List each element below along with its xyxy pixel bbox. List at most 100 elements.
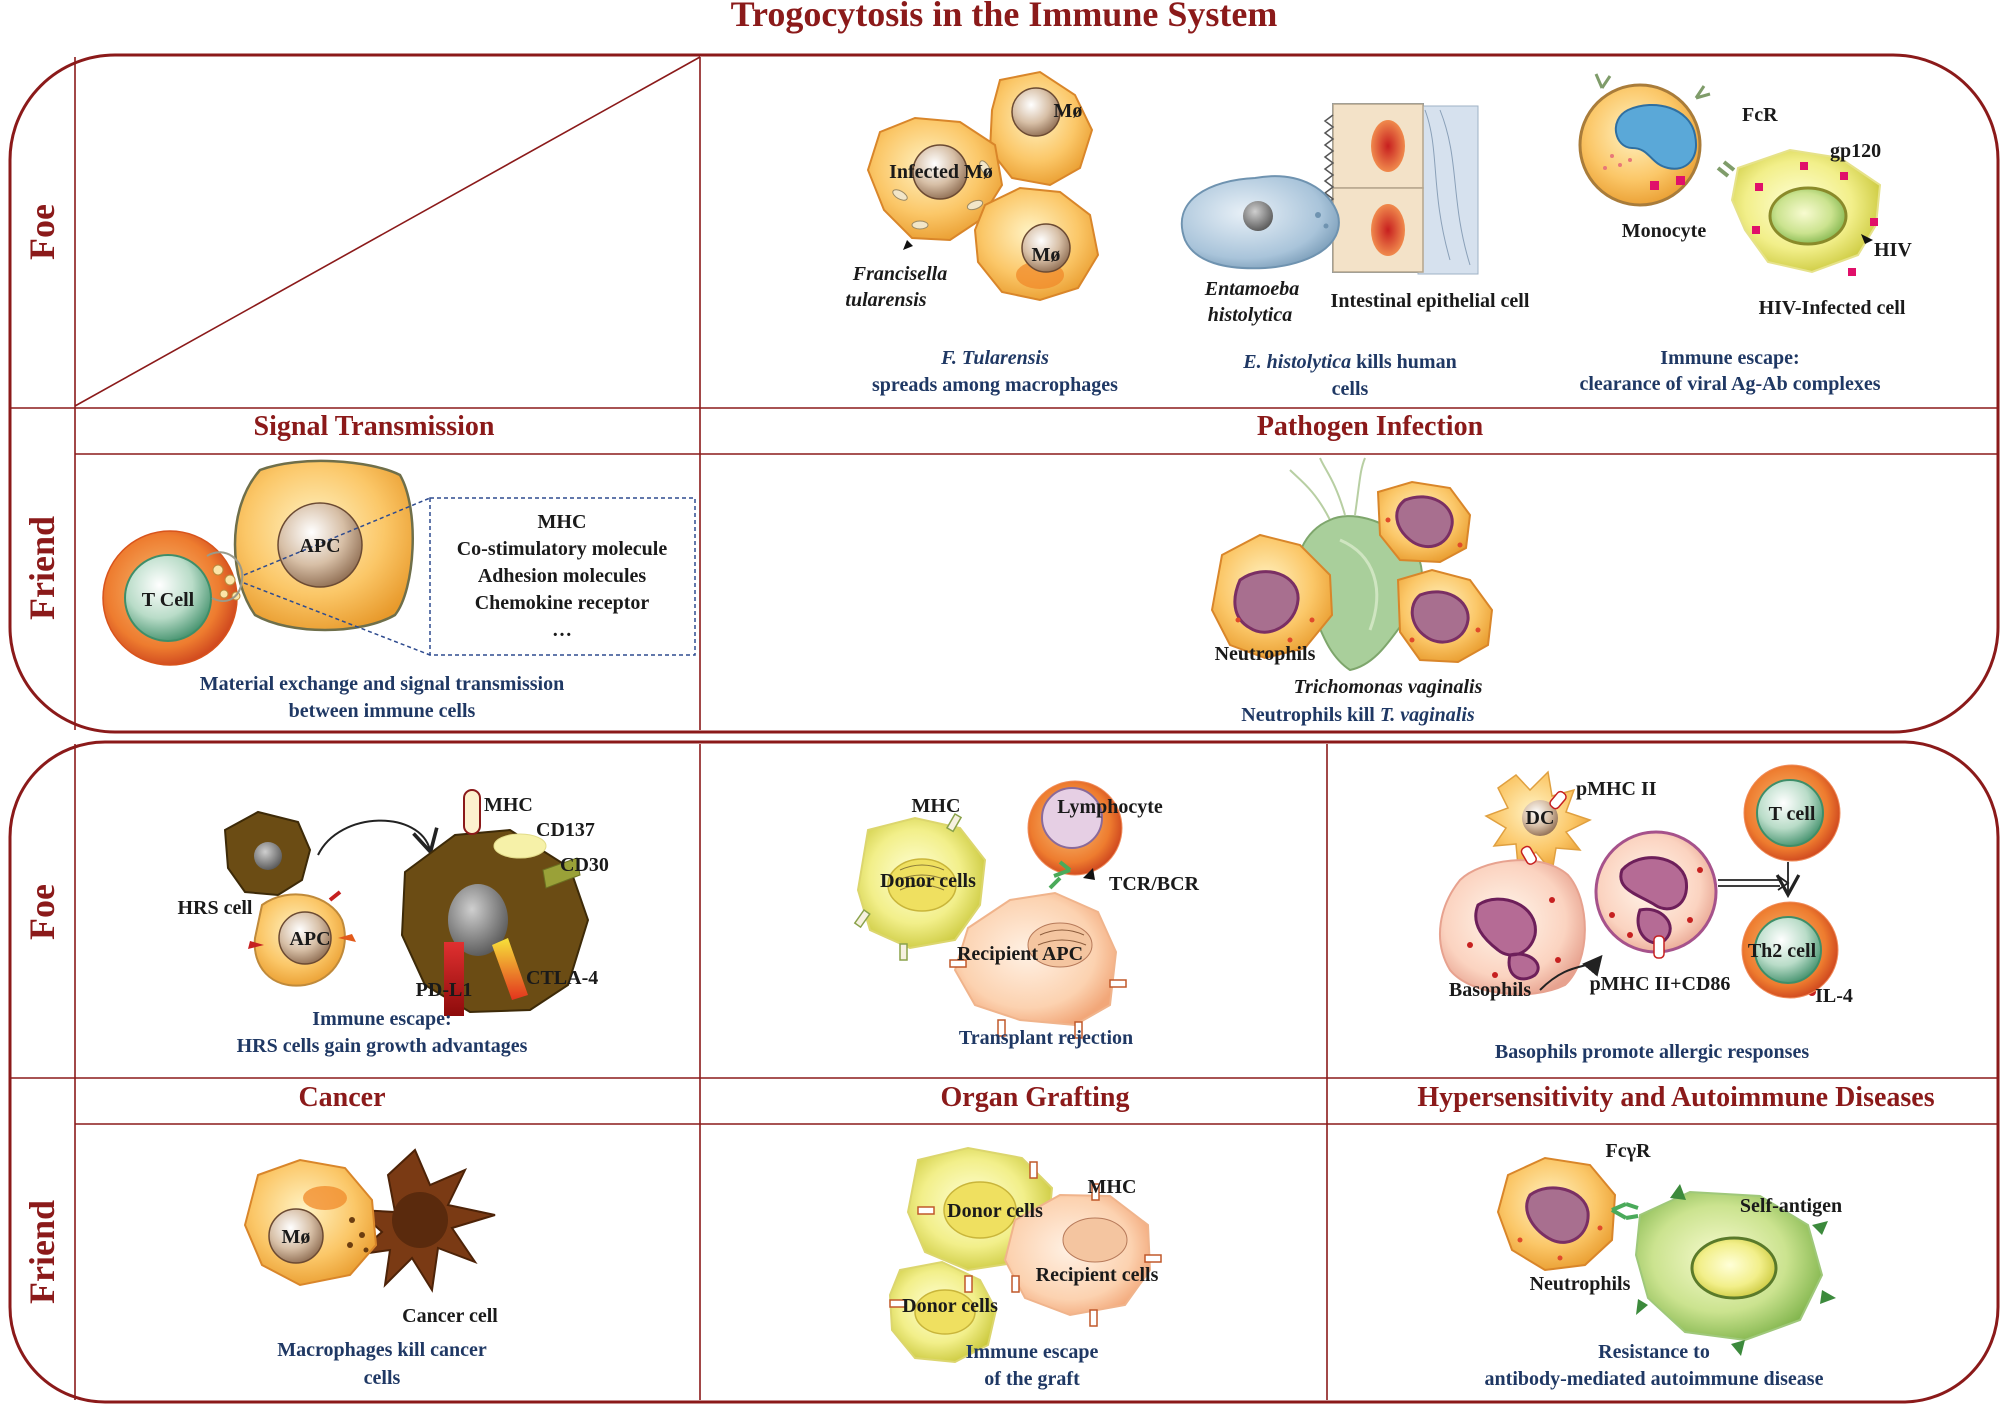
box-item-costimulatory: Co-stimulatory molecule <box>457 538 668 560</box>
label-trichomonas: Trichomonas vaginalis <box>1294 676 1483 698</box>
label-tularensis: tularensis <box>845 289 926 311</box>
hrs-illustration: HRS cell APC MHC CD137 CD30 PD-L1 CTLA-4… <box>178 789 609 1057</box>
caption-graft-2: of the graft <box>984 1368 1080 1390</box>
caption-cancer-2: cells <box>364 1367 401 1389</box>
label-recipient-cells: Recipient cells <box>1036 1264 1159 1286</box>
label-pmhc-ii: pMHC II <box>1576 778 1657 800</box>
label-hiv: HIV <box>1874 239 1912 261</box>
label-mhc: MHC <box>912 795 961 817</box>
caption-entamoeba-rest: kills human <box>1351 351 1457 373</box>
caption-autoimmune-1: Resistance to <box>1598 1341 1710 1363</box>
trichomonas-illustration: Neutrophils Trichomonas vaginalis Neutro… <box>1210 457 1494 726</box>
transplant-illustration: MHC Lymphocyte Donor cells TCR/BCR Recip… <box>853 780 1200 1049</box>
bottom-panel: Foe Friend Cancer Organ Grafting Hyperse… <box>8 740 2000 1404</box>
label-lymphocyte: Lymphocyte <box>1057 796 1163 818</box>
macrophage-nucleus <box>1021 223 1071 273</box>
header-organ-grafting: Organ Grafting <box>941 1082 1130 1113</box>
caption-trichomonas-rest: Neutrophils kill <box>1241 704 1380 726</box>
signal-transmission-illustration: APC T Cell MHC Co-stimulatory molecule A… <box>102 459 696 722</box>
mhc-molecule <box>463 789 481 835</box>
label-hiv-infected-cell: HIV-Infected cell <box>1759 297 1906 319</box>
top-foe-label: Foe <box>22 204 62 260</box>
bottom-foe-label: Foe <box>22 884 62 940</box>
macrophage-nucleus <box>1011 87 1061 137</box>
monocyte-nucleus <box>1614 104 1697 170</box>
caption-hiv-2: clearance of viral Ag-Ab complexes <box>1579 373 1880 395</box>
label-mhc: MHC <box>1088 1176 1137 1198</box>
diagonal-line <box>74 56 701 407</box>
infected-macrophage-nucleus <box>912 144 968 200</box>
label-francisella: Francisella <box>852 263 947 285</box>
caption-entamoeba-1: E. histolytica kills human <box>1242 351 1456 373</box>
graft-illustration: Donor cells MHC Recipient cells Donor ce… <box>888 1146 1162 1390</box>
label-pmhc-cd86: pMHC II+CD86 <box>1590 973 1731 995</box>
header-pathogen-infection: Pathogen Infection <box>1257 411 1484 442</box>
caption-hrs-2: HRS cells gain growth advantages <box>237 1035 528 1057</box>
header-signal-transmission: Signal Transmission <box>254 411 495 442</box>
label-cd30: CD30 <box>560 854 609 876</box>
label-self-antigen: Self-antigen <box>1740 1195 1842 1217</box>
autoimmune-illustration: FcγR Self-antigen Neutrophils Resistance… <box>1485 1140 1843 1390</box>
label-recipient-apc: Recipient APC <box>957 943 1083 965</box>
label-donor-cells-2: Donor cells <box>902 1295 998 1317</box>
label-fcr: FcR <box>1742 104 1778 126</box>
label-fcgr: FcγR <box>1606 1140 1651 1162</box>
hiv-illustration: FcR gp120 Monocyte HIV HIV-Infected cell… <box>1578 73 1912 395</box>
caption-trichomonas: Neutrophils kill T. vaginalis <box>1241 704 1475 726</box>
label-entamoeba: Entamoeba <box>1204 278 1299 300</box>
caption-cancer-1: Macrophages kill cancer <box>277 1339 487 1361</box>
label-donor-cells: Donor cells <box>880 870 976 892</box>
label-donor-cells-1: Donor cells <box>947 1200 1043 1222</box>
label-infected-mo: Infected Mø <box>889 161 993 183</box>
caption-graft-1: Immune escape <box>966 1341 1099 1363</box>
caption-allergy: Basophils promote allergic responses <box>1495 1041 1809 1063</box>
caption-autoimmune-2: antibody-mediated autoimmune disease <box>1485 1368 1824 1390</box>
caption-transplant: Transplant rejection <box>959 1027 1133 1049</box>
header-cancer: Cancer <box>298 1082 385 1113</box>
ctla4-molecule <box>492 938 528 1000</box>
t-cell-nucleus <box>124 554 212 642</box>
label-gp120: gp120 <box>1830 140 1881 162</box>
box-item-adhesion: Adhesion molecules <box>478 565 647 587</box>
label-tcr-bcr: TCR/BCR <box>1109 873 1200 895</box>
figure-title: Trogocytosis in the Immune System <box>731 0 1278 34</box>
label-mo-2: Mø <box>1032 244 1061 266</box>
box-item-ellipsis: … <box>552 619 572 641</box>
label-monocyte: Monocyte <box>1622 220 1707 242</box>
allergy-illustration: DC pMHC II T cell Basophils pMHC II+CD86… <box>1439 764 1853 1063</box>
label-mo: Mø <box>282 1226 311 1248</box>
francisella-illustration: Mø Infected Mø Mø Francisella tularensis… <box>845 70 1118 396</box>
label-neutrophils: Neutrophils <box>1530 1273 1631 1295</box>
caption-signal-1: Material exchange and signal transmissio… <box>200 673 564 695</box>
header-hypersensitivity: Hypersensitivity and Autoimmune Diseases <box>1417 1082 1934 1113</box>
caption-hrs-1: Immune escape: <box>312 1008 451 1030</box>
pdl1-molecule <box>444 942 464 1016</box>
label-apc: APC <box>289 928 330 950</box>
caption-francisella-2: spreads among macrophages <box>872 374 1118 396</box>
top-panel-frame <box>8 53 2000 734</box>
box-item-chemokine: Chemokine receptor <box>475 592 650 614</box>
label-hrs-cell: HRS cell <box>178 897 253 919</box>
epithelial-nucleus <box>1371 120 1405 172</box>
bottom-panel-frame <box>8 740 2000 1404</box>
label-cancer-cell: Cancer cell <box>402 1305 498 1327</box>
label-cd137: CD137 <box>536 819 595 841</box>
caption-entamoeba-2: cells <box>1332 378 1369 400</box>
label-intestinal-epithelial: Intestinal epithelial cell <box>1331 290 1530 312</box>
macrophage-nucleus <box>268 1208 324 1264</box>
top-friend-label: Friend <box>22 516 62 620</box>
label-apc: APC <box>299 535 340 557</box>
label-il-4: IL-4 <box>1815 985 1853 1007</box>
label-mo-1: Mø <box>1054 100 1083 122</box>
entamoeba-illustration: Entamoeba histolytica Intestinal epithel… <box>1180 103 1530 400</box>
caption-hiv-1: Immune escape: <box>1660 347 1799 369</box>
molecule-list-box <box>429 497 696 656</box>
bottom-friend-label: Friend <box>22 1200 62 1304</box>
label-mhc: MHC <box>484 794 533 816</box>
label-ctla-4: CTLA-4 <box>526 967 598 989</box>
label-t-cell: T cell <box>1769 803 1816 825</box>
caption-signal-2: between immune cells <box>289 700 476 722</box>
caption-entamoeba-species: E. histolytica <box>1242 351 1351 373</box>
label-dc: DC <box>1526 807 1555 829</box>
